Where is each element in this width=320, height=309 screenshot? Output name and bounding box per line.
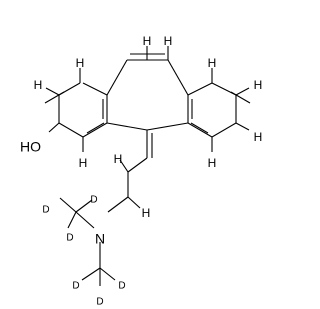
h-label: H [254,78,263,92]
bond-b-r1 [187,82,213,96]
h-label: H [208,156,217,170]
bond-b-l3 [58,122,84,138]
bond-lines [44,46,251,286]
h-label: H [79,156,88,170]
bond-b-c5 [107,196,129,213]
nitrogen-label: N [95,231,105,247]
h-label: H [208,56,217,70]
bond-b-h8 [235,122,250,131]
h-label: H [142,206,151,220]
h-label: H [76,56,85,70]
bond-b-h2 [45,87,60,96]
deuterium-label: D [90,195,97,206]
bond-b-t1 [106,59,128,96]
bond-b-t4 [167,59,189,96]
bond-b-h10 [119,159,129,173]
bond-b-n1 [75,211,95,229]
h-label: H [254,130,263,144]
bond-b-r5b [190,122,209,134]
bond-b-n1a [59,197,77,213]
bond-b-h11 [127,196,141,209]
bond-b-n2c [99,267,116,281]
h-label: H [34,78,43,92]
deuterium-label: D [96,297,103,308]
h-label: H [114,152,123,166]
deuterium-label: D [118,281,125,292]
deuterium-label: D [42,205,49,216]
bond-b-c3 [127,157,148,173]
deuterium-label: D [66,233,73,244]
bond-b-r2b [230,91,251,104]
h-label: H [164,34,173,48]
bond-b-r5 [187,122,213,138]
bond-b-n1b [67,211,77,229]
bond-b-n1c [75,199,93,213]
bond-b-h7 [235,87,250,96]
bond-b-l1b [44,91,65,104]
hydroxyl-label: HO [20,139,41,155]
bond-b-l4b [86,122,105,134]
bond-b-l4 [82,122,108,138]
bond-b-n2a [81,267,101,281]
bond-b-c0 [106,122,148,131]
bond-b-r4 [211,122,237,138]
bond-b-l6 [82,82,108,96]
bond-b-oh [48,122,60,133]
bond-b-c1 [146,122,189,131]
deuterium-label: D [72,281,79,292]
h-label: H [143,34,152,48]
